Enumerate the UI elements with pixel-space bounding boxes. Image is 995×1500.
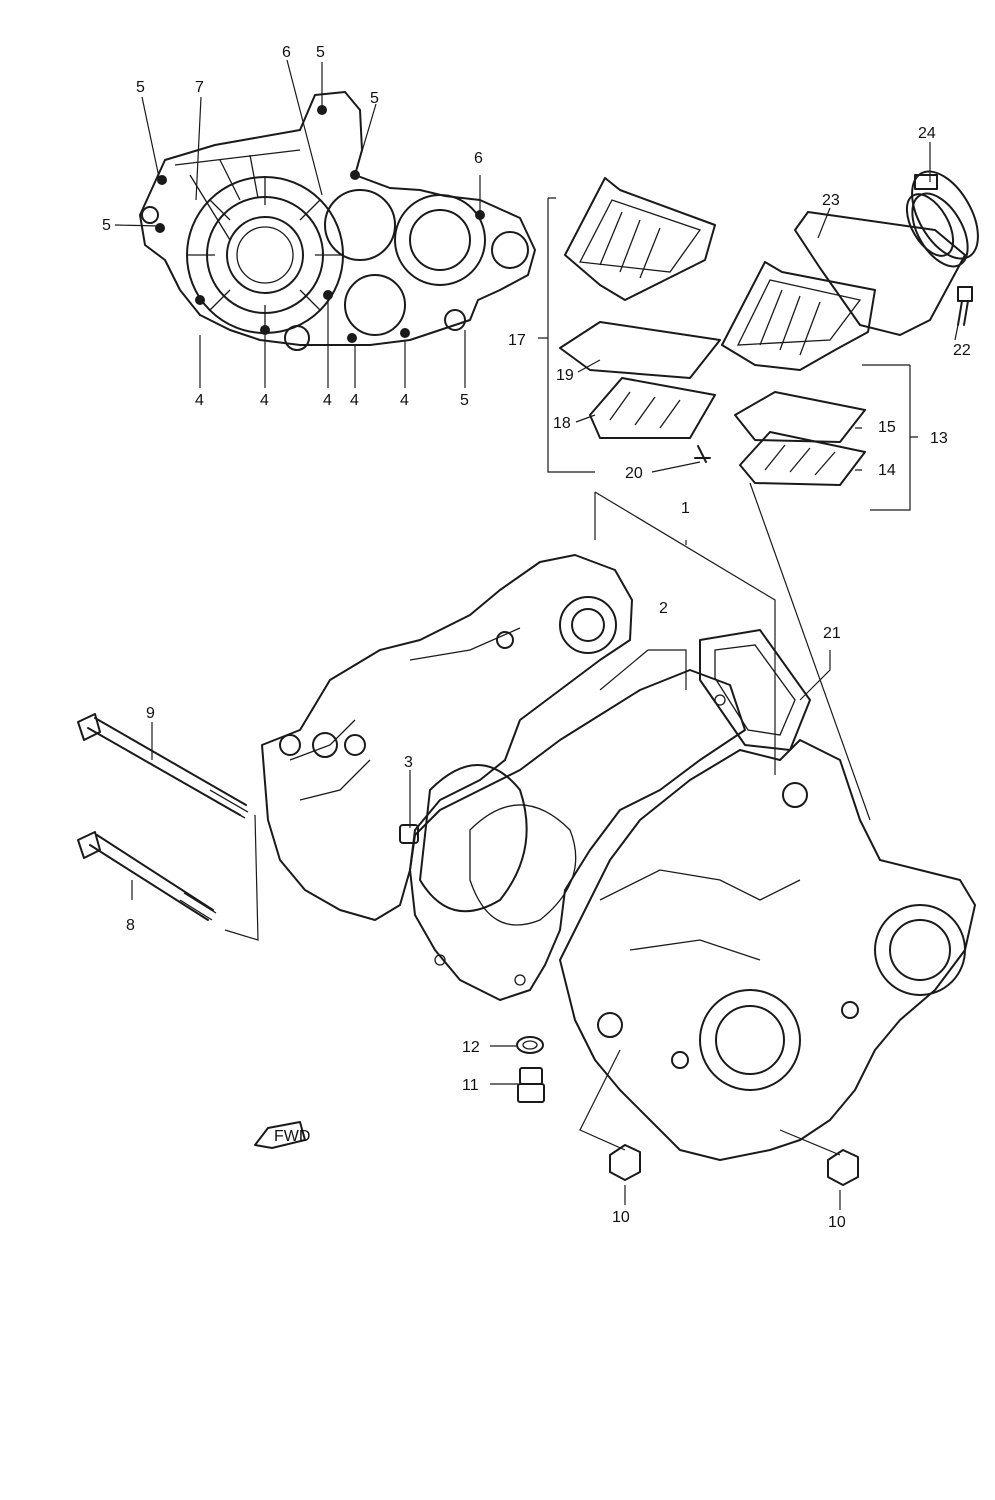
reed-valve-assembly-13 [721, 261, 876, 486]
callout-2: 2 [659, 600, 668, 617]
nut-10-right [827, 1149, 859, 1186]
callout-13: 13 [930, 430, 948, 447]
callout-11: 11 [462, 1077, 479, 1094]
callout-14: 14 [878, 462, 896, 479]
reed-petal-18 [589, 377, 716, 439]
callout-4: 4 [260, 392, 269, 409]
callout-6: 6 [474, 150, 483, 167]
reed-petal-14 [739, 431, 866, 486]
callout-20: 20 [625, 465, 643, 482]
callout-17: 17 [508, 332, 526, 349]
gasket-2 [409, 669, 746, 1001]
callout-15: 15 [878, 419, 896, 436]
callout-5: 5 [370, 90, 379, 107]
callout-21: 21 [823, 625, 841, 642]
screw-20 [694, 445, 711, 463]
crankcase-left-half [261, 554, 633, 921]
fwd-label: FWD [274, 1128, 310, 1145]
clamp-24 [911, 170, 979, 260]
callout-labels: 5 7 6 5 5 6 5 4 4 4 4 4 5 24 23 17 22 19… [102, 44, 971, 1231]
callout-10: 10 [612, 1209, 630, 1226]
dowel-pin-3 [399, 824, 419, 844]
callout-4: 4 [195, 392, 204, 409]
crankcase-side-view [139, 91, 536, 351]
front-direction-arrow: FWD [254, 1121, 310, 1149]
callout-3: 3 [404, 754, 413, 771]
reed-plate-19 [559, 321, 721, 379]
callout-12: 12 [462, 1039, 480, 1056]
leader-lines [114, 59, 961, 1210]
callout-5: 5 [102, 217, 111, 234]
callout-24: 24 [918, 125, 936, 142]
callout-10: 10 [828, 1214, 846, 1231]
callout-23: 23 [822, 192, 840, 209]
callout-5: 5 [316, 44, 325, 61]
plug-11 [517, 1067, 545, 1103]
bolt-22 [957, 286, 973, 326]
stud-bolt-8 [77, 831, 217, 921]
callout-4: 4 [400, 392, 409, 409]
callout-4: 4 [323, 392, 332, 409]
stud-bolt-9 [77, 713, 249, 819]
callout-8: 8 [126, 917, 135, 934]
gasket-12 [516, 1036, 544, 1054]
callout-9: 9 [146, 705, 155, 722]
callout-5: 5 [460, 392, 469, 409]
callout-22: 22 [953, 342, 971, 359]
reed-gasket-21 [699, 629, 811, 751]
callout-4: 4 [350, 392, 359, 409]
nut-10-left [609, 1144, 641, 1181]
callout-5: 5 [136, 79, 145, 96]
crankcase-right-half [559, 739, 976, 1161]
callout-7: 7 [195, 79, 204, 96]
reed-valve-assembly-17 [559, 177, 721, 439]
callout-19: 19 [556, 367, 574, 384]
reed-plate-15 [734, 391, 866, 443]
callout-18: 18 [553, 415, 571, 432]
callout-6: 6 [282, 44, 291, 61]
callout-1: 1 [681, 500, 690, 517]
